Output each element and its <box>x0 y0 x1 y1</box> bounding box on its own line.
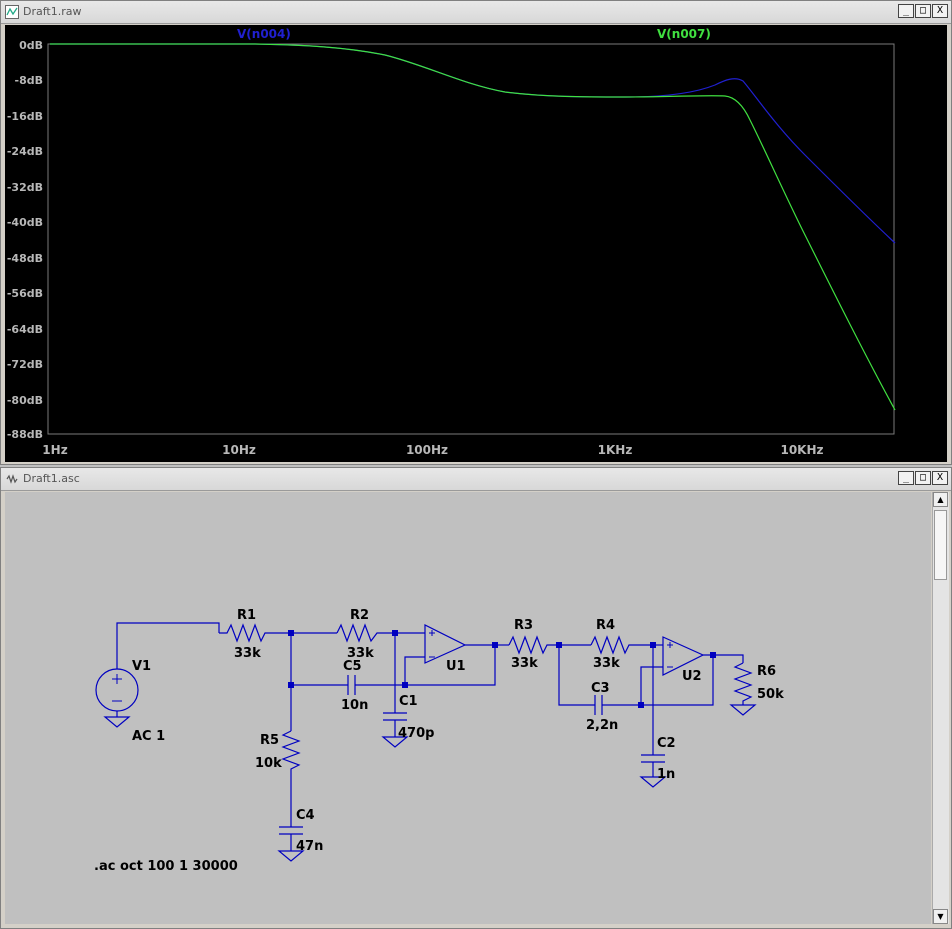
c4-capacitor-symbol[interactable] <box>279 826 303 835</box>
r1-name-label: R1 <box>237 608 256 623</box>
x-tick-1: 10Hz <box>222 443 256 457</box>
y-tick-11: -88dB <box>7 428 43 441</box>
trace-n004 <box>50 43 896 244</box>
r2-name-label: R2 <box>350 608 369 623</box>
waveform-app-icon <box>5 5 19 19</box>
c1-ground-symbol <box>381 736 409 748</box>
r5-name-label: R5 <box>260 733 279 748</box>
y-tick-7: -56dB <box>7 287 43 300</box>
scroll-thumb[interactable] <box>934 510 947 580</box>
bode-plot[interactable]: 0dB -8dB -16dB -24dB -32dB -40dB -48dB -… <box>5 25 947 462</box>
schematic-drawing: V1 AC 1 R1 33k R2 33k C5 10n C1 470p U1 … <box>94 608 784 874</box>
x-tick-3: 1KHz <box>598 443 633 457</box>
c3-name-label: C3 <box>591 681 610 696</box>
u2-name-label: U2 <box>682 669 702 684</box>
r3-name-label: R3 <box>514 618 533 633</box>
c3-value-label: 2,2n <box>586 718 618 733</box>
r1-value-label: 33k <box>234 646 261 661</box>
r4-name-label: R4 <box>596 618 615 633</box>
c5-value-label: 10n <box>341 698 368 713</box>
v1-ground-symbol <box>103 716 131 728</box>
y-tick-9: -72dB <box>7 358 43 371</box>
c2-capacitor-symbol[interactable] <box>641 754 665 763</box>
u2-opamp-symbol[interactable] <box>662 636 705 676</box>
trace-label-n004[interactable]: V(n004) <box>237 27 291 41</box>
close-button[interactable]: X <box>932 4 948 18</box>
c2-value-label: 1n <box>657 767 675 782</box>
r6-ground-symbol <box>729 704 757 716</box>
u1-name-label: U1 <box>446 659 466 674</box>
r3-value-label: 33k <box>511 656 538 671</box>
r6-name-label: R6 <box>757 664 776 679</box>
c1-capacitor-symbol[interactable] <box>383 712 407 721</box>
c1-value-label: 470p <box>398 726 434 741</box>
close-button[interactable]: X <box>932 471 948 485</box>
c2-name-label: C2 <box>657 736 676 751</box>
r4-resistor-symbol[interactable] <box>590 635 653 655</box>
x-tick-2: 100Hz <box>406 443 448 457</box>
minimize-button[interactable]: _ <box>898 4 914 18</box>
scroll-up-arrow-icon[interactable]: ▲ <box>933 492 948 507</box>
schematic-app-icon <box>6 474 18 484</box>
c4-value-label: 47n <box>296 839 323 854</box>
minimize-button[interactable]: _ <box>898 471 914 485</box>
r6-value-label: 50k <box>757 687 784 702</box>
schematic-vertical-scrollbar[interactable]: ▲ ▼ <box>932 492 949 924</box>
x-tick-4: 10KHz <box>780 443 823 457</box>
c4-ground-symbol <box>277 850 305 862</box>
c2-ground-symbol <box>639 776 667 788</box>
waveform-titlebar[interactable]: Draft1.raw _ □ X <box>1 1 951 24</box>
y-tick-5: -40dB <box>7 216 43 229</box>
y-tick-0: 0dB <box>19 39 43 52</box>
y-tick-8: -64dB <box>7 323 43 336</box>
r2-resistor-symbol[interactable] <box>336 623 395 643</box>
u1-opamp-symbol[interactable] <box>424 624 467 664</box>
spice-directive[interactable]: .ac oct 100 1 30000 <box>94 859 238 874</box>
schematic-titlebar[interactable]: Draft1.asc _ □ X <box>1 468 951 491</box>
maximize-button[interactable]: □ <box>915 4 931 18</box>
r6-resistor-symbol[interactable] <box>733 662 753 705</box>
c1-name-label: C1 <box>399 694 418 709</box>
x-tick-0: 1Hz <box>42 443 67 457</box>
r3-resistor-symbol[interactable] <box>508 635 559 655</box>
c4-name-label: C4 <box>296 808 315 823</box>
y-tick-1: -8dB <box>15 74 43 87</box>
v1-name-label: V1 <box>132 659 151 674</box>
trace-label-n007[interactable]: V(n007) <box>657 27 711 41</box>
r2-value-label: 33k <box>347 646 374 661</box>
c5-capacitor-symbol[interactable] <box>347 675 356 695</box>
v1-value-label: AC 1 <box>132 729 165 744</box>
y-tick-3: -24dB <box>7 145 43 158</box>
trace-n007 <box>50 43 896 411</box>
waveform-window: Draft1.raw _ □ X 0dB -8dB -16dB -24dB -3… <box>0 0 952 465</box>
bode-plot-canvas: 0dB -8dB -16dB -24dB -32dB -40dB -48dB -… <box>7 27 896 457</box>
junction-dots <box>288 630 716 708</box>
y-tick-4: -32dB <box>7 181 43 194</box>
scroll-down-arrow-icon[interactable]: ▼ <box>933 909 948 924</box>
r5-resistor-symbol[interactable] <box>281 730 301 827</box>
plot-frame <box>47 43 895 435</box>
y-tick-6: -48dB <box>7 252 43 265</box>
schematic-canvas[interactable]: V1 AC 1 R1 33k R2 33k C5 10n C1 470p U1 … <box>5 492 931 924</box>
r5-value-label: 10k <box>255 756 282 771</box>
y-tick-10: -80dB <box>7 394 43 407</box>
c5-name-label: C5 <box>343 659 362 674</box>
y-tick-2: -16dB <box>7 110 43 123</box>
schematic-window: Draft1.asc _ □ X <box>0 467 952 929</box>
waveform-window-title: Draft1.raw <box>23 5 82 18</box>
r4-value-label: 33k <box>593 656 620 671</box>
maximize-button[interactable]: □ <box>915 471 931 485</box>
r1-resistor-symbol[interactable] <box>219 623 291 643</box>
schematic-window-title: Draft1.asc <box>23 472 80 485</box>
c3-capacitor-symbol[interactable] <box>594 695 603 715</box>
